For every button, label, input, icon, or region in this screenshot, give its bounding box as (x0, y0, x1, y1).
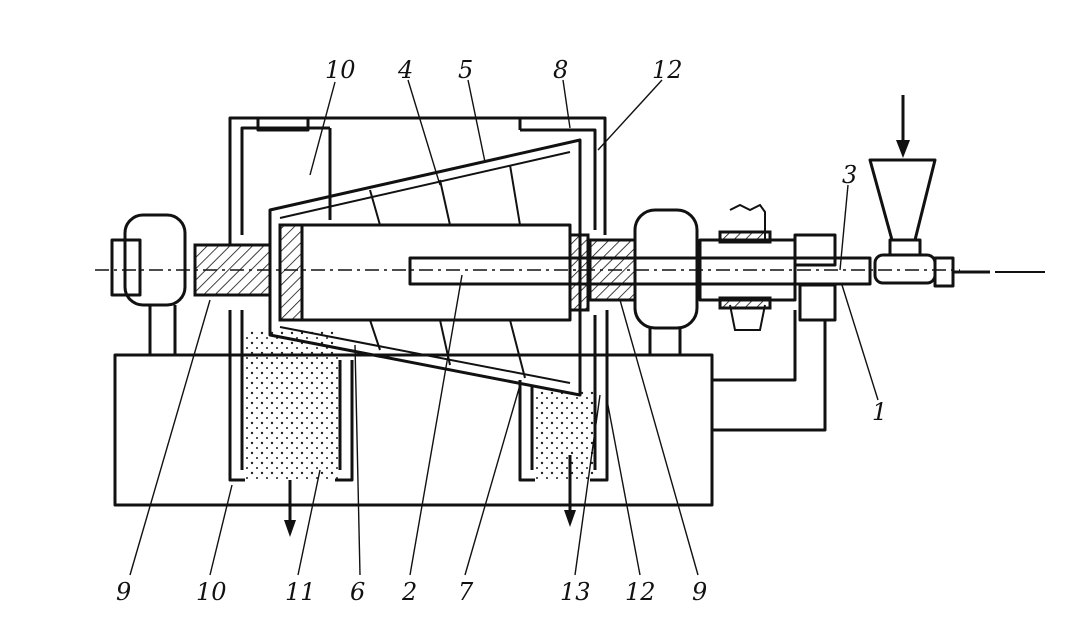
callout-9-left: 9 (116, 578, 131, 606)
hydraulic-lines (712, 233, 837, 432)
gearbox (698, 203, 797, 331)
callout-8: 8 (553, 56, 568, 84)
callout-12-bottom: 12 (625, 578, 656, 606)
callout-13: 13 (560, 578, 591, 606)
callout-5: 5 (458, 56, 473, 84)
feed-hopper (868, 158, 1045, 288)
flow-arrows (284, 95, 910, 537)
callout-10-top: 10 (325, 56, 356, 84)
right-drive-pulley (633, 208, 699, 355)
callout-4: 4 (397, 56, 413, 84)
callout-1: 1 (872, 398, 887, 426)
feed-pipe (95, 256, 960, 286)
callout-6: 6 (350, 578, 365, 606)
leader-lines (129, 79, 879, 576)
left-casing (228, 116, 522, 482)
callout-7: 7 (458, 578, 474, 606)
screw-drum (278, 164, 590, 379)
callout-2: 2 (401, 578, 417, 606)
left-drive-pulley (110, 213, 187, 355)
callout-3: 3 (842, 161, 857, 189)
callout-11: 11 (285, 578, 316, 606)
right-casing (518, 116, 609, 482)
callout-10-bottom: 10 (196, 578, 227, 606)
callout-9-right: 9 (692, 578, 707, 606)
callout-12-top: 12 (652, 56, 683, 84)
